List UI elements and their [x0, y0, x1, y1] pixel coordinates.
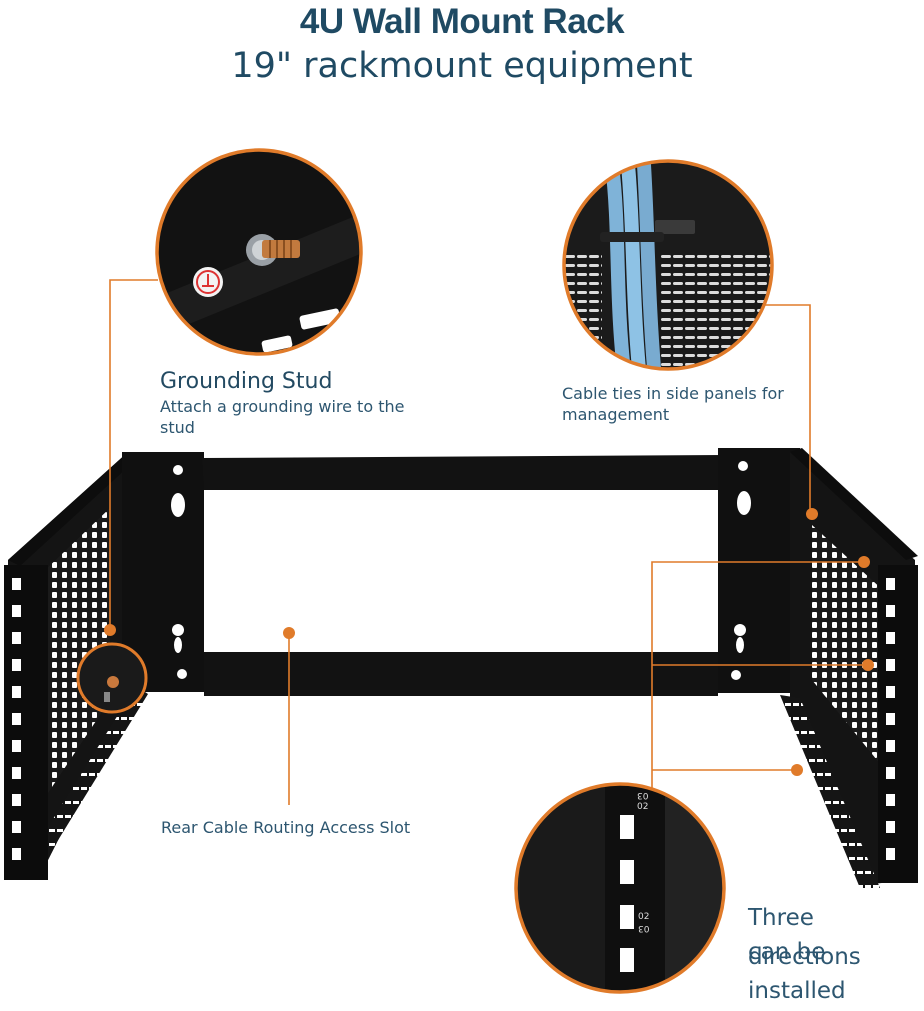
grounding-stud-heading: Grounding Stud [160, 369, 333, 394]
rail-marking-mid: 02 [638, 912, 650, 922]
callout-leader-lines [109, 279, 866, 805]
rail-marking-top: 03 [637, 790, 649, 800]
rear-slot-text: Rear Cable Routing Access Slot [161, 818, 411, 837]
directions-line-2: can be installed [748, 939, 846, 1004]
directions-line-1: Three directions [748, 905, 861, 970]
rail-marking-mid-2: 03 [638, 923, 650, 933]
grounding-stud-text: Attach a grounding wire to the stud [160, 397, 405, 437]
grounding-stud-highlight [76, 642, 148, 714]
cable-ties-text: Cable ties in side panels for management [562, 384, 784, 424]
grounding-stud-detail [155, 148, 363, 356]
page-title: 4U Wall Mount Rack [299, 2, 625, 41]
rack-rail-detail [514, 782, 726, 994]
callout-dots [104, 508, 874, 776]
wall-mount-rack [4, 448, 918, 888]
page-subtitle: 19" rackmount equipment [231, 46, 693, 86]
cable-ties-detail [562, 159, 774, 371]
rail-marking-top-2: 02 [637, 802, 649, 812]
